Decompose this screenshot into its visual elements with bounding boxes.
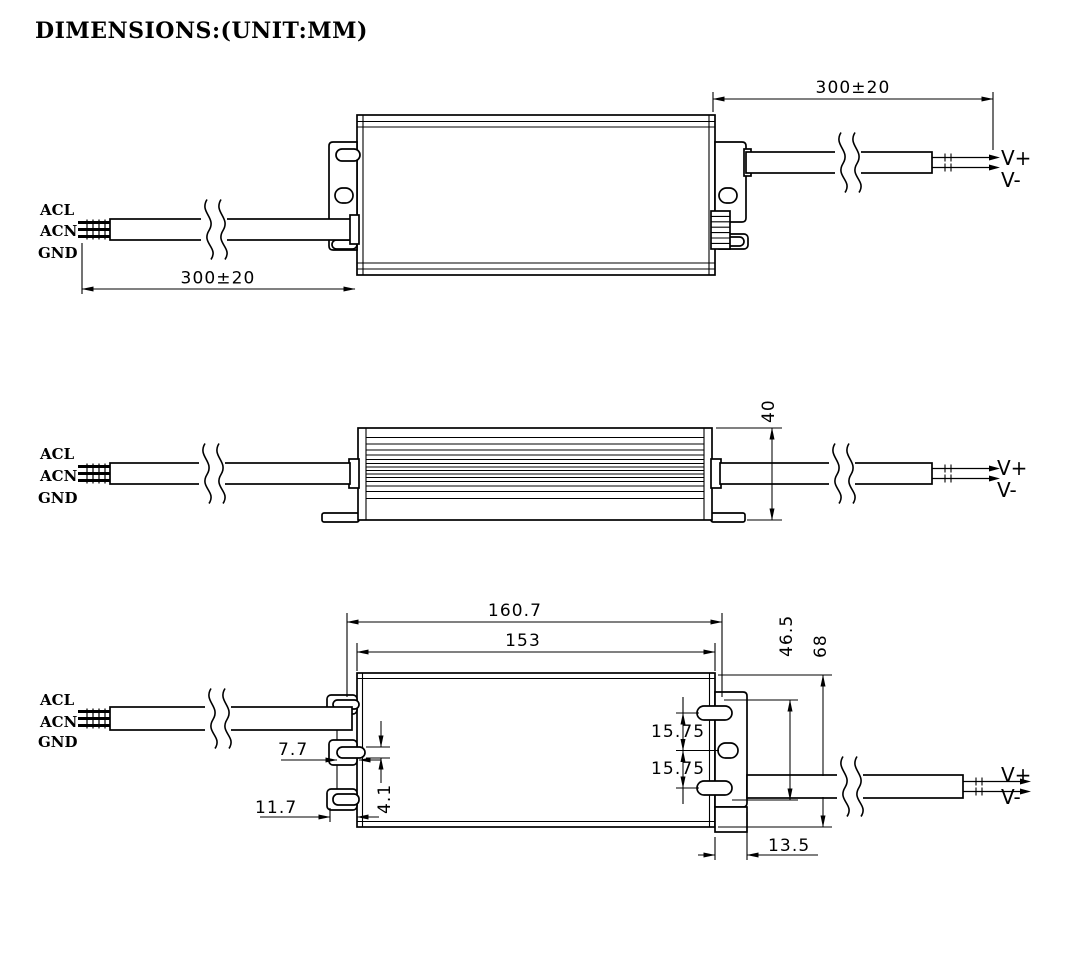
label-vminus: V- (997, 478, 1017, 502)
heatsink-fins (366, 436, 704, 500)
dim-text: 15.75 (651, 722, 705, 742)
label-vplus: V+ (1001, 146, 1031, 170)
dim-case-length: 153 (356, 631, 716, 671)
label-acl: ACL (39, 201, 75, 219)
label-acl: ACL (39, 445, 75, 463)
bracket-slot (336, 746, 366, 759)
output-cable (746, 755, 1032, 818)
label-gnd: GND (38, 489, 78, 507)
dim-text: 68 (811, 634, 831, 658)
mounting-hole (334, 187, 354, 204)
label-gnd: GND (38, 244, 78, 262)
dim-overall-length: 160.7 (346, 601, 723, 697)
input-cable (76, 687, 353, 750)
mounting-bracket-right (696, 691, 748, 833)
dim-input-lead-length: 300±20 (81, 243, 356, 294)
side-view-case (357, 427, 713, 521)
top-view: 300±20 300±20 ACL ACN GND V+ V- (38, 78, 1031, 294)
dim-text: 15.75 (651, 759, 705, 779)
dim-bracket-depth: 13.5 (698, 812, 818, 860)
output-cable (743, 131, 1001, 194)
label-vplus: V+ (997, 456, 1027, 480)
dim-text: 4.1 (375, 784, 395, 814)
dim-text: 46.5 (777, 615, 797, 657)
input-cable (76, 198, 360, 261)
page-title: DIMENSIONS:(UNIT:MM) (35, 18, 368, 44)
input-cable (76, 442, 360, 505)
bracket-slot (696, 705, 733, 721)
dim-text: 300±20 (816, 78, 891, 98)
output-cable (710, 442, 1001, 505)
label-vplus: V+ (1001, 763, 1031, 787)
dim-tab-depth: 11.7 (255, 798, 379, 822)
mounting-bracket-left (328, 141, 361, 251)
dim-text: 160.7 (488, 601, 542, 621)
label-vminus: V- (1001, 168, 1021, 192)
mounting-bracket-left (326, 694, 366, 811)
label-vminus: V- (1001, 785, 1021, 809)
dim-text: 7.7 (278, 740, 308, 760)
dim-text: 11.7 (255, 798, 297, 818)
dim-slot-width: 4.1 (366, 721, 395, 814)
input-wire-ends (76, 462, 112, 485)
bracket-slot (335, 148, 361, 162)
mounting-hole (717, 742, 739, 759)
bottom-view-case (356, 672, 716, 828)
dim-case-height: 40 (716, 399, 782, 521)
mounting-hole (718, 187, 738, 204)
bottom-view: 160.7 153 46.5 68 15.75 (38, 601, 1032, 860)
label-acn: ACN (39, 467, 78, 485)
dim-text: 153 (505, 631, 541, 651)
label-gnd: GND (38, 733, 78, 751)
dim-text: 40 (759, 399, 779, 423)
input-wire-ends (76, 218, 112, 241)
mounting-bracket-right (710, 141, 749, 250)
dim-text: 300±20 (181, 269, 256, 289)
top-view-case (356, 114, 716, 276)
dim-text: 13.5 (768, 836, 810, 856)
dim-output-lead-length: 300±20 (712, 78, 994, 150)
dim-slot-depth: 7.7 (278, 740, 381, 763)
side-view: 40 ACL ACN GND V+ V- (38, 399, 1027, 523)
label-acn: ACN (39, 222, 78, 240)
dim-case-width: 68 (718, 634, 832, 828)
label-acn: ACN (39, 713, 78, 731)
dim-mount-span: 46.5 (724, 615, 798, 801)
input-wire-ends (76, 707, 112, 730)
label-acl: ACL (39, 691, 75, 709)
dim-slot-pitch-lower: 15.75 (651, 750, 705, 804)
bracket-slot (696, 780, 733, 796)
output-wire-ends (931, 463, 1001, 484)
cable-gland (710, 210, 731, 250)
output-wire-ends (931, 152, 1001, 173)
bracket-slot (332, 793, 360, 806)
